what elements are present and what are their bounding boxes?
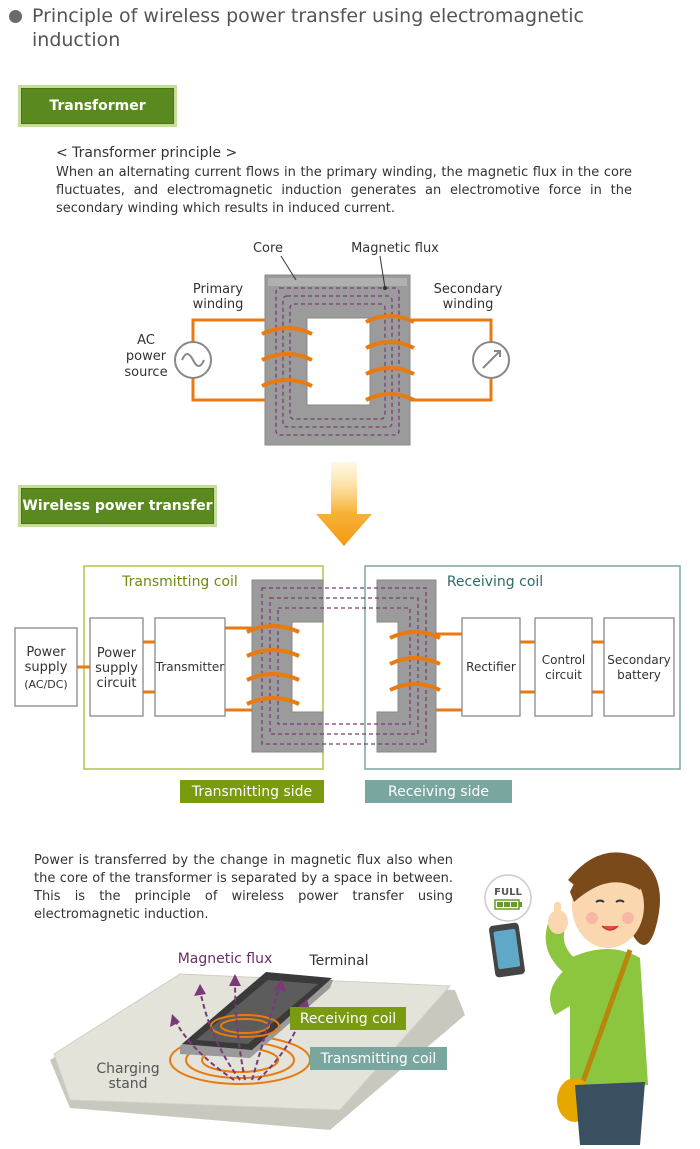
power-supply-block [14, 627, 78, 707]
wireless-flux-lines [261, 587, 427, 745]
power-supply-label-1: Power [26, 645, 66, 660]
secondary-winding-label-2: winding [442, 297, 494, 312]
bottom-magnetic-flux-label: Magnetic flux [177, 951, 273, 967]
transmitting-coil-label: Transmitting coil [122, 574, 238, 590]
page-title: Principle of wireless power transfer usi… [32, 5, 585, 51]
ac-label-1: AC [137, 333, 155, 348]
battery-label-2: battery [617, 668, 661, 682]
control-circuit-block [534, 617, 593, 717]
battery-label-1: Secondary [607, 653, 671, 667]
control-circuit-label-2: circuit [545, 668, 582, 682]
charging-stand-label-1: Charging [96, 1061, 160, 1077]
secondary-coil [365, 314, 415, 402]
primary-coil [261, 326, 313, 388]
psc-label-2: supply [95, 661, 138, 676]
wireless-badge: Wireless power transfer [21, 488, 214, 524]
bottom-description: Power is transferred by the change in ma… [34, 853, 453, 922]
rectifier-label: Rectifier [466, 660, 516, 674]
receiving-frame [364, 565, 681, 770]
psc-label-1: Power [96, 646, 137, 661]
secondary-battery-block [603, 617, 675, 717]
down-arrow-icon [316, 462, 372, 546]
bottom-receiving-coil-tag: Receiving coil [290, 1007, 406, 1030]
full-label: FULL [494, 887, 522, 898]
power-supply-circuit-block [89, 617, 144, 717]
receiving-core [376, 579, 437, 753]
primary-winding-label-1: Primary [192, 282, 244, 297]
terminal-phone [180, 972, 333, 1058]
transmitter-block [154, 617, 226, 717]
transformer-badge: Transformer [21, 88, 174, 124]
terminal-label: Terminal [309, 953, 369, 969]
rectifier-block [461, 617, 521, 717]
woman-illustration [484, 852, 660, 1145]
charging-illustration [50, 972, 465, 1130]
transformer-description: When an alternating current flows in the… [56, 165, 632, 216]
ac-label-2: power [125, 349, 167, 364]
power-supply-label-3: (AC/DC) [24, 678, 68, 691]
receiving-coil-label: Receiving coil [446, 574, 544, 590]
receiving-side-tag: Receiving side [365, 780, 512, 803]
title-bullet-icon [9, 10, 22, 23]
magnetic-flux-label: Magnetic flux [351, 241, 439, 256]
transmitting-side-tag: Transmitting side [180, 780, 324, 803]
secondary-winding-label-1: Secondary [433, 282, 503, 297]
core-leader [280, 255, 297, 281]
flux-leader [379, 255, 386, 289]
core-label: Core [252, 241, 284, 256]
transmitting-coil-windings [246, 624, 300, 706]
ac-label-3: source [124, 365, 168, 380]
transformer-core [264, 274, 411, 446]
transmitter-label: Transmitter [155, 660, 225, 674]
connection-wires [77, 626, 604, 712]
primary-winding-label-2: winding [192, 297, 244, 312]
magnetic-flux-lines [275, 287, 400, 436]
transformer-diagram [174, 255, 510, 446]
receiving-coil-windings [389, 630, 441, 692]
transformer-subtitle: < Transformer principle > [56, 145, 238, 161]
control-circuit-label-1: Control [541, 653, 586, 667]
charging-stand-label-2: stand [108, 1076, 148, 1092]
wireless-diagram [14, 565, 681, 770]
bottom-transmitting-coil-tag: Transmitting coil [310, 1047, 447, 1070]
phone-receiving-coil [210, 1014, 280, 1038]
psc-label-3: circuit [96, 676, 137, 691]
meter-icon [472, 341, 510, 379]
power-supply-label-2: supply [24, 660, 68, 675]
ac-source-icon [174, 341, 212, 379]
